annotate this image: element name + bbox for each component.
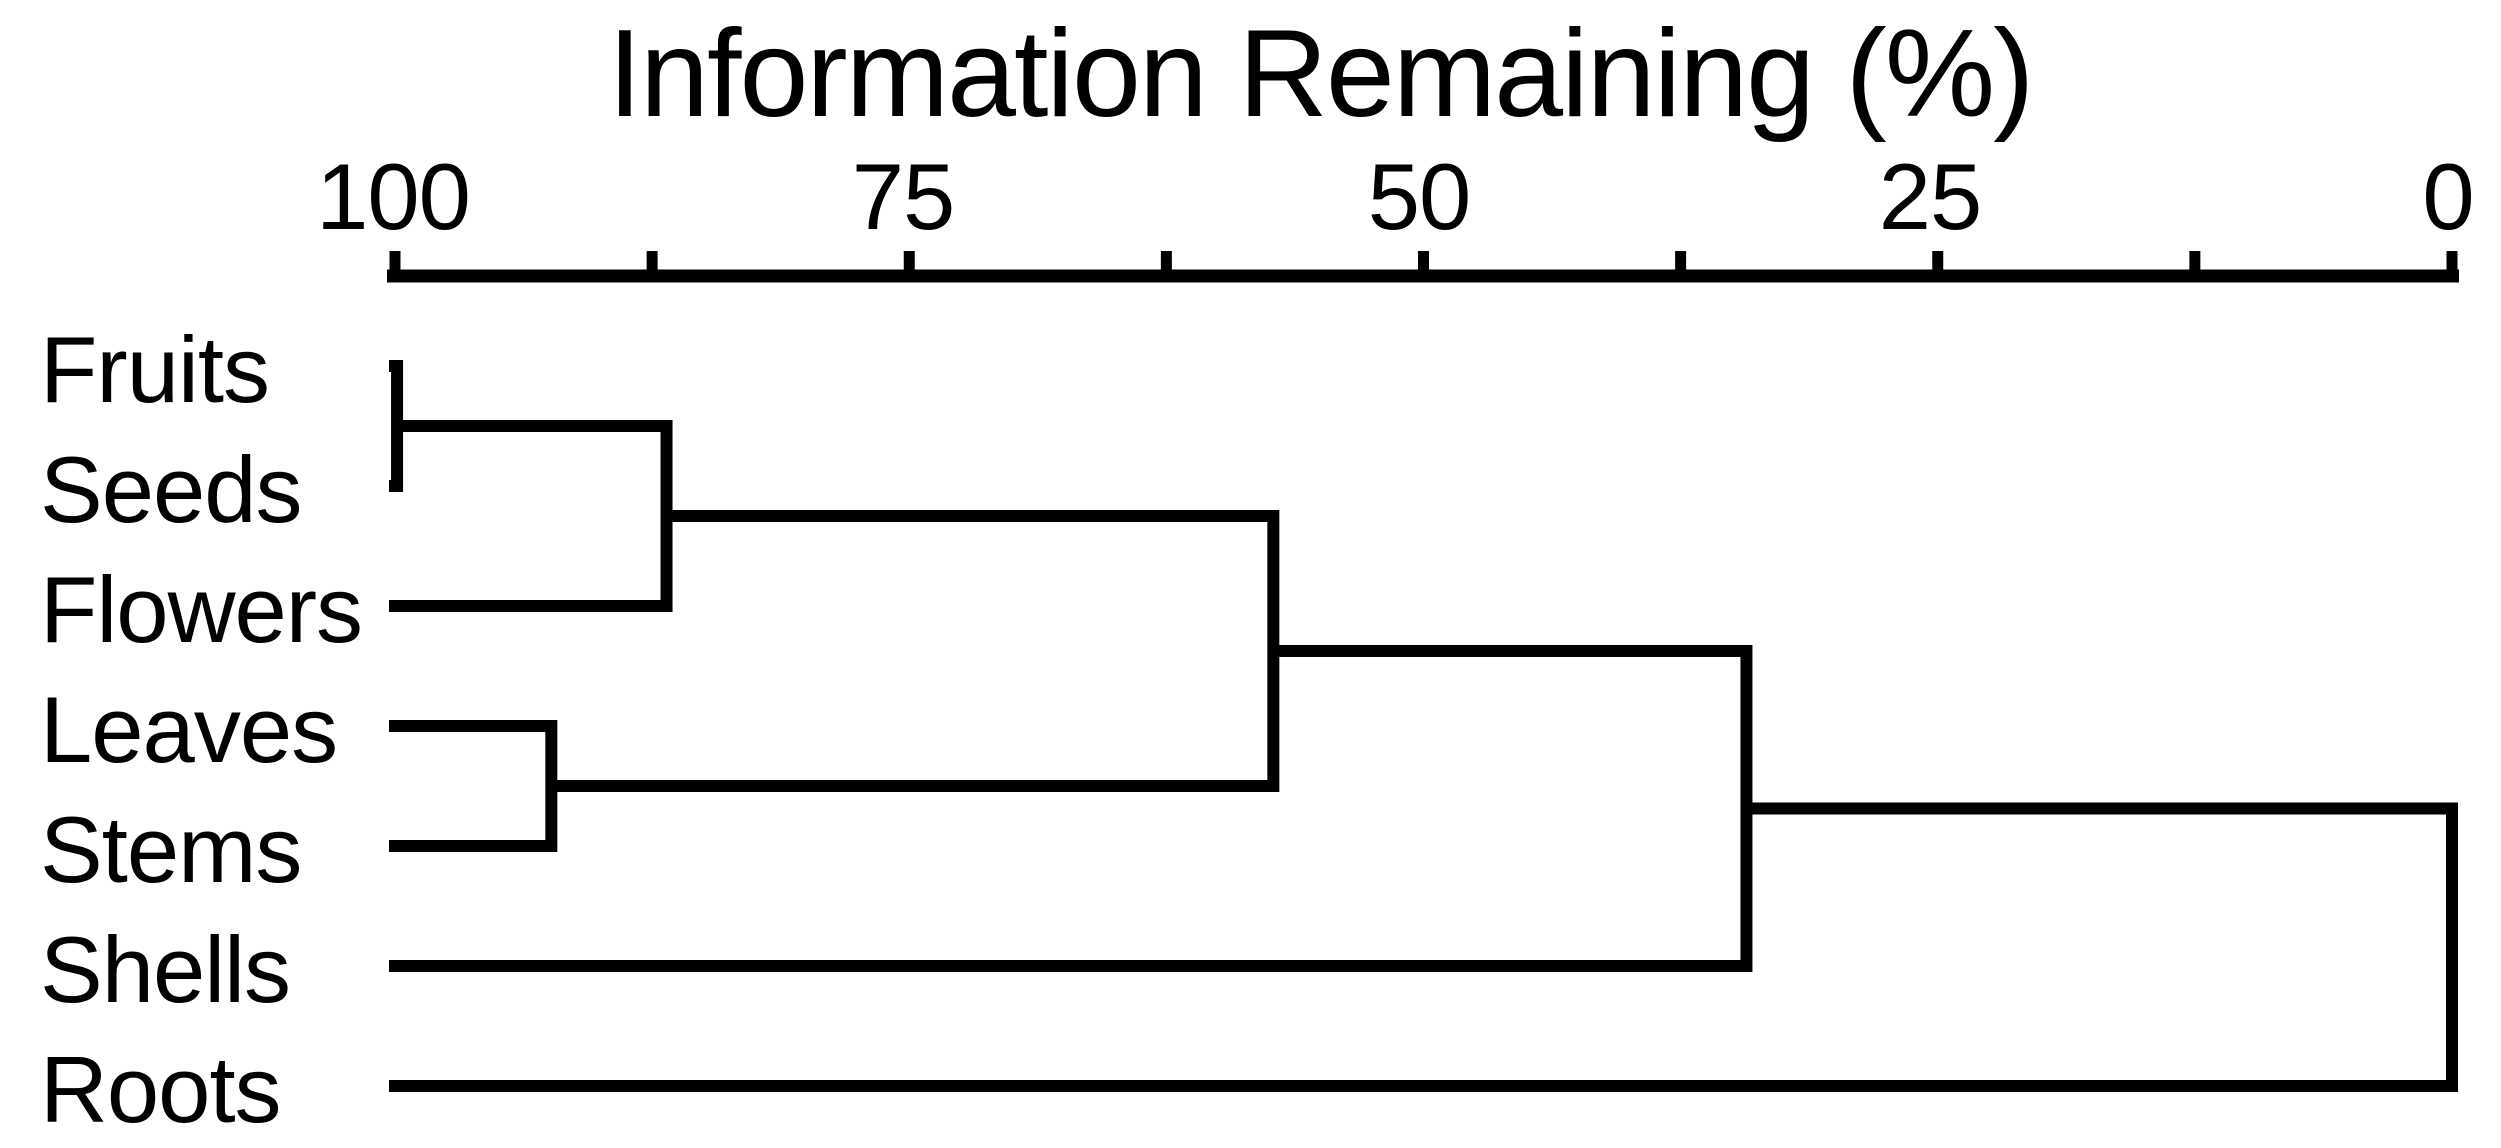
axis-tick-label-25: 25 <box>1878 144 1983 249</box>
leaf-label-shells: Shells <box>40 917 291 1022</box>
leaf-label-flowers: Flowers <box>40 557 363 662</box>
axis-tick-label-75: 75 <box>851 144 956 249</box>
axis-tick-label-100: 100 <box>316 144 471 249</box>
axis-title: Information Remaining (%) <box>607 5 2035 143</box>
leaf-label-roots: Roots <box>40 1037 282 1142</box>
axis-tick-label-0: 0 <box>2422 144 2474 249</box>
axis-tick-label-50: 50 <box>1367 144 1472 249</box>
leaf-label-seeds: Seeds <box>40 437 303 542</box>
leaf-label-stems: Stems <box>40 797 302 902</box>
leaf-label-leaves: Leaves <box>40 677 338 782</box>
leaf-label-fruits: Fruits <box>40 317 270 422</box>
